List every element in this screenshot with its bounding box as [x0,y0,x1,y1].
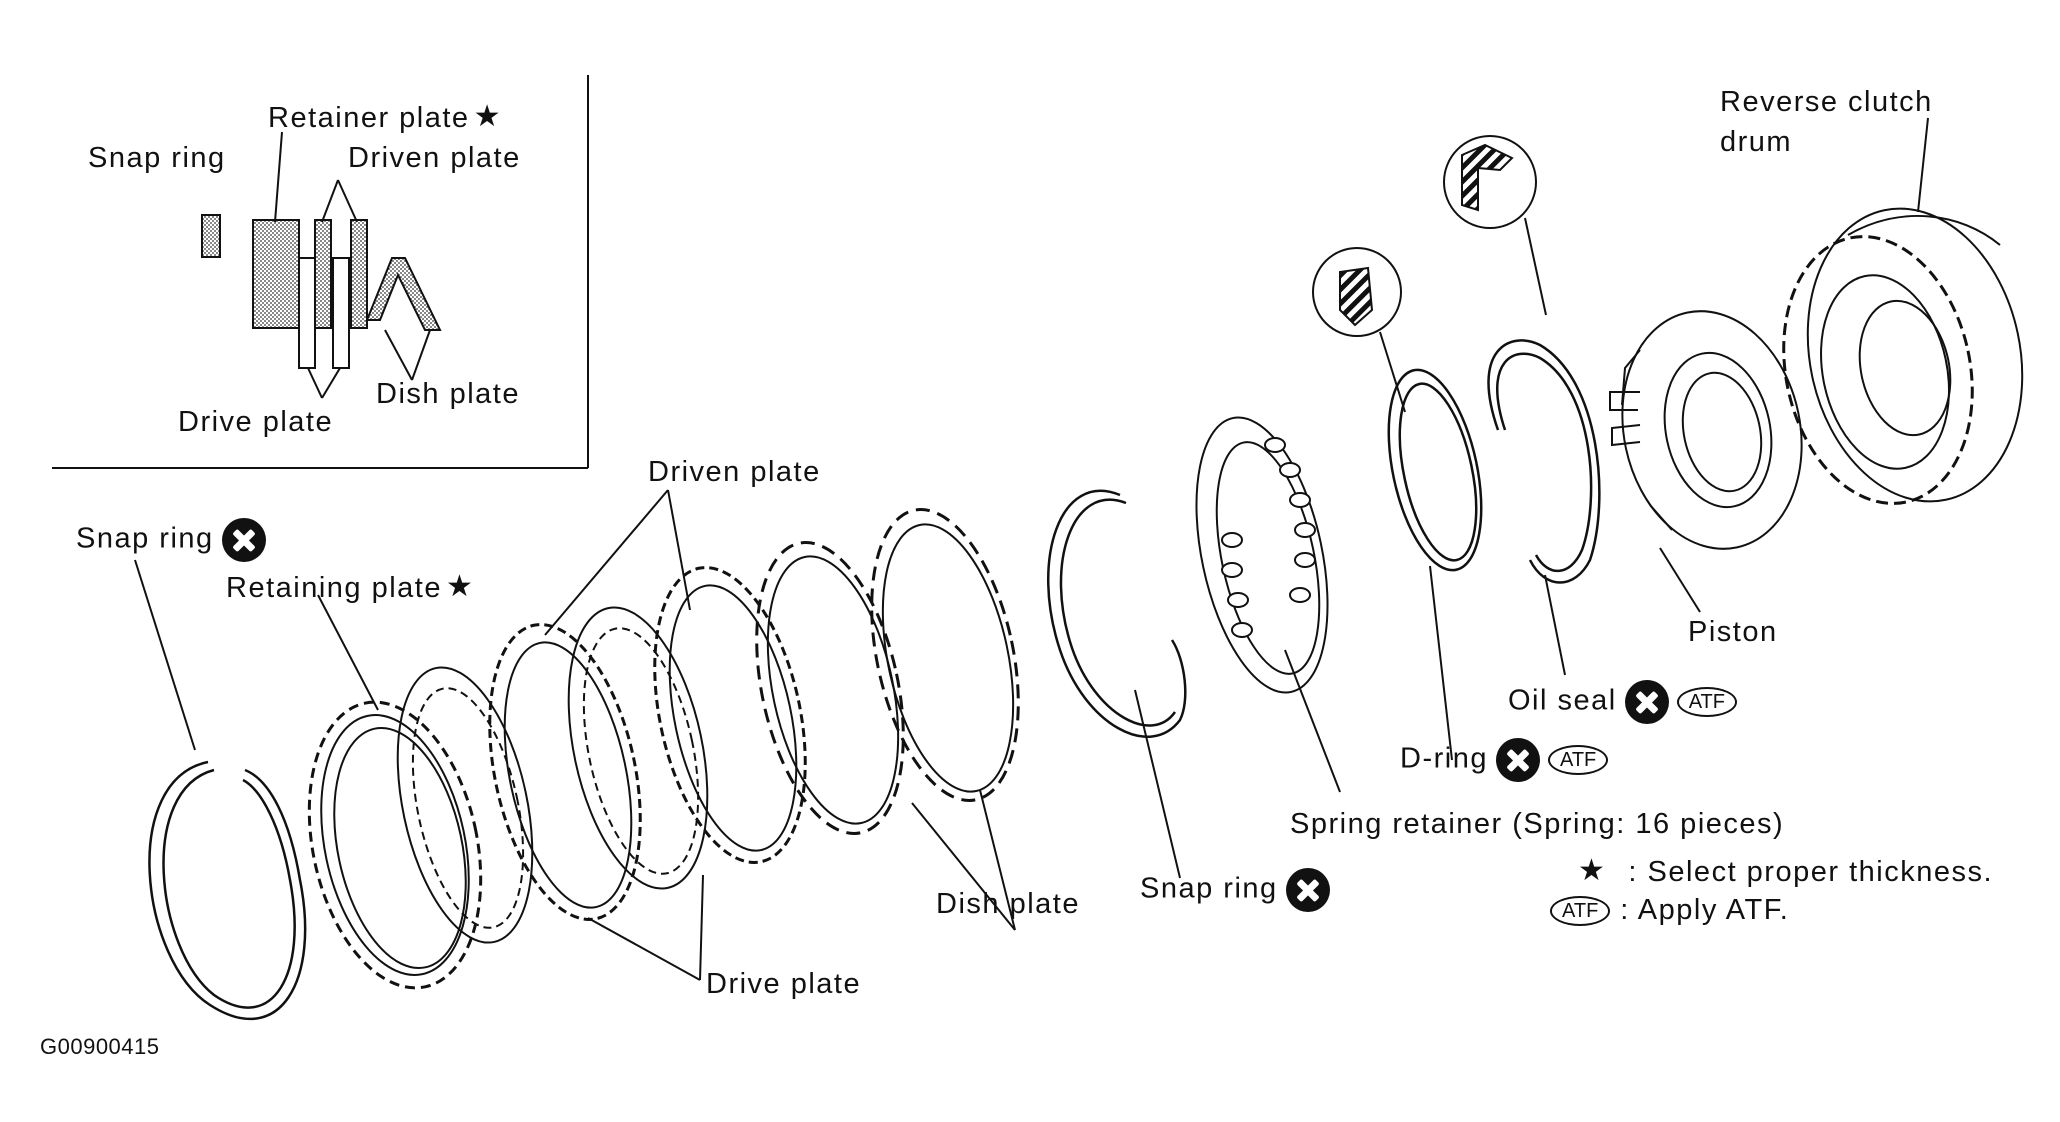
legend-atf-row: ATF : Apply ATF. [1550,894,1790,927]
atf-badge: ATF [1676,687,1737,717]
piston-part [1609,310,1803,550]
spring-retainer-part [1195,416,1329,694]
d-ring-text: D-ring [1400,742,1488,775]
inset-snap-ring-section [201,214,221,258]
leader-lines [134,117,1929,981]
inset-driven-plate-a [314,219,332,329]
retaining-plate-label: Retaining plate★ [226,572,474,603]
dish-plate-1-part [755,541,905,835]
figure-id: G00900415 [40,1034,160,1059]
snap-ring-mid-part [1047,489,1187,738]
spring-retainer-label: Spring retainer (Spring: 16 pieces) [1290,808,1785,840]
inset-drive-plate-b [332,257,350,369]
drive-plate-2-part [567,606,709,890]
star-symbol: ★ [445,570,475,603]
replace-x-icon [1285,868,1330,912]
inset-retainer-plate-label: Retainer plate★ [268,102,502,133]
d-ring-callout [1312,247,1406,413]
inset-cross-section [201,214,442,369]
drive-plate-label: Drive plate [706,968,862,1000]
inset-leaders [274,131,431,399]
driven-plate-1-part [488,623,642,921]
dish-plate-2-part [870,508,1020,802]
inset-retainer-section [252,219,300,329]
snap-ring-left-part [148,760,307,1021]
reverse-clutch-drum-part [1782,207,2024,505]
reverse-clutch-drum-label-2: drum [1720,126,1793,158]
legend-star-text: : Select proper thickness. [1628,856,1994,888]
retaining-plate-part [307,700,483,990]
legend-star-row: ★ : Select proper thickness. [1574,856,1993,887]
inset-drive-plate-label: Drive plate [178,406,334,438]
legend-atf-text: : Apply ATF. [1620,894,1790,926]
driven-plate-2-part [653,566,807,864]
inset-dish-plate [365,257,442,331]
d-ring-part [1387,368,1483,572]
driven-plate-label: Driven plate [648,456,821,488]
star-symbol: ★ [473,100,502,133]
replace-x-icon [1495,738,1540,782]
snap-ring-mid-label: Snap ring [1140,868,1330,912]
inset-dish-plate-label: Dish plate [376,378,520,410]
dish-plate-label: Dish plate [936,888,1080,920]
inset-drive-plate-a [298,257,316,369]
snap-ring-left-text: Snap ring [76,522,214,555]
oil-seal-text: Oil seal [1508,684,1617,717]
legend-atf-badge: ATF [1550,896,1611,927]
replace-x-icon [1624,680,1669,724]
snap-ring-mid-text: Snap ring [1140,872,1278,905]
retaining-plate-text: Retaining plate [226,572,442,604]
reverse-clutch-drum-label-1: Reverse clutch [1720,86,1933,118]
legend-star-symbol: ★ [1578,854,1607,887]
oil-seal-label: Oil seal ATF [1508,680,1737,724]
inset-snap-ring-label: Snap ring [88,142,226,174]
snap-ring-left-label: Snap ring [76,518,266,562]
oil-seal-callout [1443,135,1547,316]
inset-frame [52,75,589,469]
piston-label: Piston [1688,616,1778,648]
drive-plate-1-part [396,666,534,944]
inset-driven-plate-b [350,219,368,329]
oil-seal-part [1487,339,1601,584]
inset-retainer-plate-text: Retainer plate [268,102,470,134]
replace-x-icon [221,518,266,562]
inset-driven-plate-label: Driven plate [348,142,521,174]
atf-badge: ATF [1547,745,1609,775]
d-ring-label: D-ring ATF [1400,738,1609,782]
